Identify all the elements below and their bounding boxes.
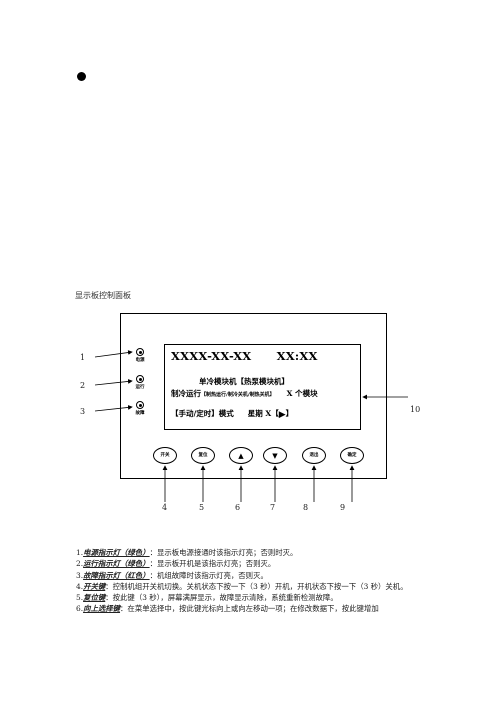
lcd-run-states: 【制热运行/制冷关机/制热关机】 [201,392,275,398]
run-indicator: 运行 [132,375,148,390]
control-panel [120,313,387,479]
item-number: 5. [76,593,84,603]
lcd-unit-type: 单冷模块机【热泵模块机】 [199,377,289,386]
callout-number: 9 [340,503,346,512]
callout-number: 6 [235,503,241,512]
arrow-to-power-indicator [94,350,133,358]
item-term: 电源指示灯（绿色） [83,548,150,557]
lcd-run-status: 制冷运行【制热运行/制冷关机/制热关机】 X 个模块 [171,388,318,399]
exit-button[interactable]: 退出 [302,447,326,464]
list-item: 1.电源指示灯（绿色）：显示板电源接通时该指示灯亮；否则时灭。 [76,547,436,558]
item-term: 开关键 [83,581,106,591]
power-indicator-label: 电源 [135,358,145,363]
power-indicator: 电源 [132,348,148,363]
item-number: 3. [76,570,84,580]
list-item: 2.运行指示灯（绿色）：显示板开机是该指示灯亮；否则灭。 [76,558,436,569]
item-text: ：按此键（3 秒），屏幕满屏显示，故障显示清除，系统重新检测故障。 [105,593,338,603]
callout-number: 10 [410,405,421,414]
confirm-button[interactable]: 确定 [340,447,364,464]
reset-button[interactable]: 复位 [191,447,215,464]
down-button[interactable]: ▼ [263,447,287,464]
callout-number: 5 [199,503,205,512]
item-term: 复位键 [83,593,106,603]
item-term: 向上选择键 [83,604,121,614]
indicator-lamp-icon [136,375,144,383]
figure-caption: 显示板控制面板 [75,291,131,300]
legend-list: 1.电源指示灯（绿色）：显示板电源接通时该指示灯亮；否则时灭。 2.运行指示灯（… [76,547,436,615]
item-text: ：控制机组开关机切换。关机状态下按一下（3 秒）开机，开机状态下按一下（3 秒）… [105,581,408,591]
arrow-to-fault-indicator [94,405,133,412]
item-text: ：在菜单选择中，按此键光标向上或向左移动一项；在修改数据下，按此键增加 [120,604,379,614]
callout-number: 4 [162,503,168,512]
fault-indicator: 故障 [132,401,148,416]
indicator-lamp-icon [136,401,144,409]
run-indicator-label: 运行 [135,385,145,390]
lcd-screen: XXXX-XX-XX XX:XX 单冷模块机【热泵模块机】 制冷运行【制热运行/… [164,344,361,430]
item-number: 1. [76,548,84,557]
list-item: 3.故障指示灯（红色）：机组故障时该指示灯亮，否则灭。 [76,570,436,581]
lcd-mode-line: 【手动/定时】模式 星期 X【▶】 [171,408,293,420]
fault-indicator-label: 故障 [135,411,145,416]
up-button[interactable]: ▲ [229,447,253,464]
item-number: 6. [76,604,84,614]
list-item: 4.开关键：控制机组开关机切换。关机状态下按一下（3 秒）开机，开机状态下按一下… [76,581,436,592]
lcd-mode: 【手动/定时】模式 [171,409,234,418]
bullet-point [77,72,86,81]
lcd-run-label: 制冷运行 [171,389,201,398]
lcd-date-time: XXXX-XX-XX XX:XX [171,349,318,363]
callout-number: 3 [80,407,86,416]
lcd-bracket-open: 【 [271,409,279,418]
lcd-module-count: X 个模块 [286,389,318,398]
item-term: 故障指示灯（红色） [83,570,150,580]
callout-number: 2 [80,381,86,390]
arrow-to-run-indicator [94,379,133,386]
callout-number: 7 [270,503,276,512]
item-number: 4. [76,581,84,591]
power-button[interactable]: 开关 [153,447,177,464]
lcd-bracket-close: 】 [285,409,294,418]
item-text: ：机组故障时该指示灯亮，否则灭。 [149,570,268,580]
item-number: 2. [76,559,84,569]
item-text: ：显示板电源接通时该指示灯亮；否则时灭。 [149,548,298,557]
list-item: 6.向上选择键：在菜单选择中，按此键光标向上或向左移动一项；在修改数据下，按此键… [76,603,436,614]
callout-number: 8 [303,503,309,512]
item-term: 运行指示灯（绿色） [83,559,150,569]
item-text: ：显示板开机是该指示灯亮；否则灭。 [149,559,276,569]
list-item: 5.复位键：按此键（3 秒），屏幕满屏显示，故障显示清除，系统重新检测故障。 [76,592,436,603]
play-icon: ▶ [278,410,286,420]
lcd-weekday: 星期 X [247,409,272,418]
indicator-lamp-icon [136,348,144,356]
callout-number: 1 [80,353,86,362]
